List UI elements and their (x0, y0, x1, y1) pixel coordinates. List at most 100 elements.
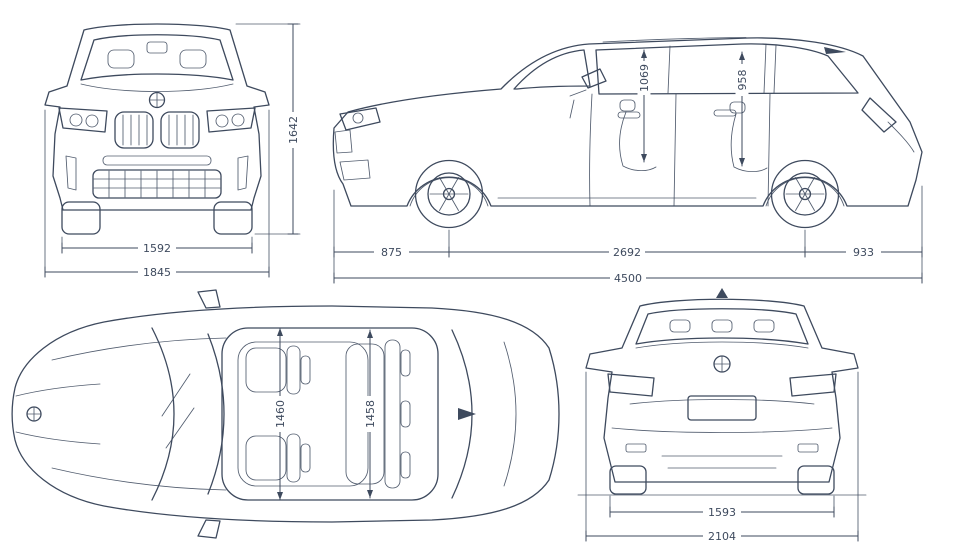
roof-rail (602, 37, 747, 43)
front-dimensions: 1592 1845 1642 (44, 23, 301, 279)
bench-headrest-left (400, 349, 411, 377)
rear-tire (770, 159, 840, 229)
taillight-side (861, 97, 897, 133)
front-overhang-label: 875 (381, 246, 402, 259)
panorama-roof (237, 341, 369, 487)
roof-panel (221, 327, 439, 501)
top-body-outline (11, 305, 560, 523)
side-glass (595, 43, 859, 95)
tailgate-crease-lower (629, 399, 815, 405)
front-right-wheel (213, 201, 253, 235)
bumper-slot (102, 155, 212, 166)
headlight-right-lamp-inner (215, 114, 229, 128)
dim-label-mask (610, 271, 646, 285)
side-dimensions: 1069 958 875 2692 933 4500 (333, 49, 923, 285)
taillight-right (789, 373, 837, 397)
wheel-arch-rear-inner (765, 177, 845, 207)
rear-car-drawing (577, 288, 867, 496)
arrow-up (641, 50, 647, 58)
side-intake-left (65, 155, 77, 191)
intake-grid (93, 170, 221, 198)
headrest-right (179, 49, 207, 69)
dim-label-mask (703, 505, 741, 519)
hood-crease-lower (51, 467, 227, 491)
arrow-down (641, 154, 647, 162)
headlight-right-lamp-outer (231, 113, 245, 127)
door-seams (589, 93, 771, 207)
windshield-top-edge (207, 333, 225, 495)
rear-interior-height-label: 958 (736, 70, 749, 91)
grille-bars (122, 114, 194, 146)
diffuser-lines (661, 455, 783, 469)
arrow-down (367, 490, 373, 498)
dim-label-mask (138, 241, 176, 255)
c-pillar (763, 43, 777, 94)
front-track-width-label: 1592 (143, 242, 171, 255)
side-car-drawing (332, 37, 923, 229)
kidney-grille-left (114, 111, 154, 149)
seat-cushion (245, 347, 287, 393)
top-view: 1460 1458 (11, 289, 560, 539)
front-left-wheel (61, 201, 101, 235)
roundel-cross (26, 406, 42, 422)
arrow-down (277, 492, 283, 500)
arrow-up (367, 330, 373, 338)
dim-label-mask (363, 396, 377, 432)
rear-overhang-label: 933 (853, 246, 874, 259)
rear-view: 1593 2104 (577, 288, 867, 543)
arrow-up (739, 52, 745, 60)
reflector-right (797, 443, 819, 453)
wheelbase-label: 2692 (613, 246, 641, 259)
antenna-fin (458, 408, 476, 420)
tailgate-crease-upper (635, 341, 809, 349)
rear-rim (783, 172, 827, 216)
front-car-drawing (44, 23, 270, 235)
license-plate (687, 395, 757, 421)
front-seat-right (245, 433, 311, 483)
front-overall-width-label: 1845 (143, 266, 171, 279)
dim-label-mask (735, 64, 749, 96)
steering-wheel (569, 89, 587, 119)
side-extension-lines (333, 185, 923, 284)
dim-label-mask (138, 265, 176, 279)
front-seat-headrest (619, 99, 636, 112)
side-mirror (581, 68, 607, 89)
rear-overall-width-label: 2104 (708, 530, 736, 543)
dim-label-mask (609, 245, 645, 259)
lower-intake (92, 169, 222, 199)
interior-hints (569, 89, 768, 173)
seat-back (286, 433, 301, 483)
dim-label-mask (846, 245, 881, 259)
cowl-arc (151, 327, 175, 501)
front-grille-side (334, 129, 353, 154)
rear-seat (730, 113, 768, 173)
roundel-cross (149, 92, 165, 108)
front-body-outline (44, 23, 270, 211)
rear-bench (345, 339, 411, 489)
dim-label-mask (273, 396, 287, 432)
front-wheel-spokes (429, 177, 469, 211)
arrow-down (739, 158, 745, 166)
rear-dimensions: 1593 2104 (585, 371, 859, 543)
rearview-mirror (146, 41, 168, 54)
tailgate-line (887, 121, 915, 153)
roundel-cross (713, 355, 731, 373)
headlight-left (58, 107, 108, 133)
rear-right-wheel (797, 465, 835, 495)
dim-label-mask (637, 61, 651, 95)
rear-wheel (770, 159, 840, 229)
top-dimensions: 1460 1458 (273, 327, 377, 501)
rear-body-outline (585, 298, 859, 483)
front-seat-left (245, 345, 311, 395)
hood-crease (80, 83, 234, 92)
wipers (161, 373, 195, 449)
seat-back (286, 345, 301, 395)
side-intake-right (237, 155, 249, 191)
top-car-drawing (11, 289, 560, 539)
front-view: 1592 1845 1642 (44, 23, 301, 279)
bench-back (384, 339, 401, 489)
headlight-left-lamp-inner (85, 114, 99, 128)
headlight-right (206, 107, 256, 133)
rear-left-wheel (609, 465, 647, 495)
